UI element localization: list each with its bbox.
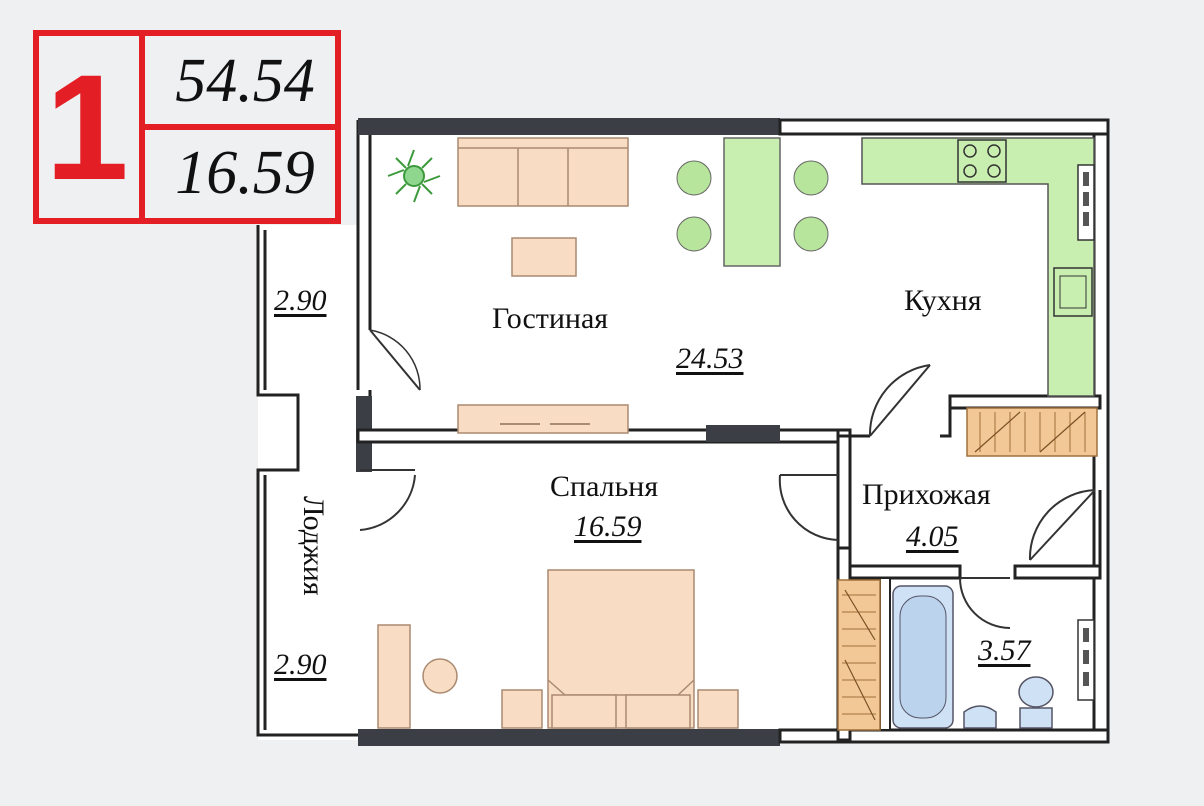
kitchen-counter (861, 137, 1095, 397)
bedroom-area: 16.59 (574, 510, 642, 543)
bathroom-fixtures (892, 585, 1095, 729)
loggia-area-top: 2.90 (274, 284, 327, 317)
hallway-label: Прихожая (862, 478, 991, 511)
doors (359, 329, 1096, 629)
apartment-badge: 1 54.54 16.59 (33, 30, 341, 224)
room-count: 1 (45, 42, 129, 211)
living-room-area: 24.53 (676, 342, 744, 375)
living-area: 16.59 (175, 138, 315, 207)
hallway-area: 4.05 (906, 520, 959, 553)
living-room-label: Гостиная (492, 302, 609, 335)
kitchen-label: Кухня (904, 284, 982, 317)
window-wall-bottom (358, 729, 780, 746)
bedroom-label: Спальня (550, 470, 659, 503)
living-furniture (457, 137, 629, 434)
window-wall-top (358, 118, 780, 135)
badge-frame (33, 30, 341, 224)
bathroom-area: 3.57 (978, 634, 1031, 667)
loggia-walls (256, 225, 358, 737)
total-area: 54.54 (175, 46, 315, 115)
bedroom-furniture (377, 569, 739, 729)
loggia-floor (258, 225, 358, 740)
dining-table (723, 137, 781, 267)
wardrobes (837, 407, 1098, 731)
loggia-area-bottom: 2.90 (274, 648, 327, 681)
plant (387, 149, 441, 203)
loggia-label: Лоджия (297, 496, 330, 596)
